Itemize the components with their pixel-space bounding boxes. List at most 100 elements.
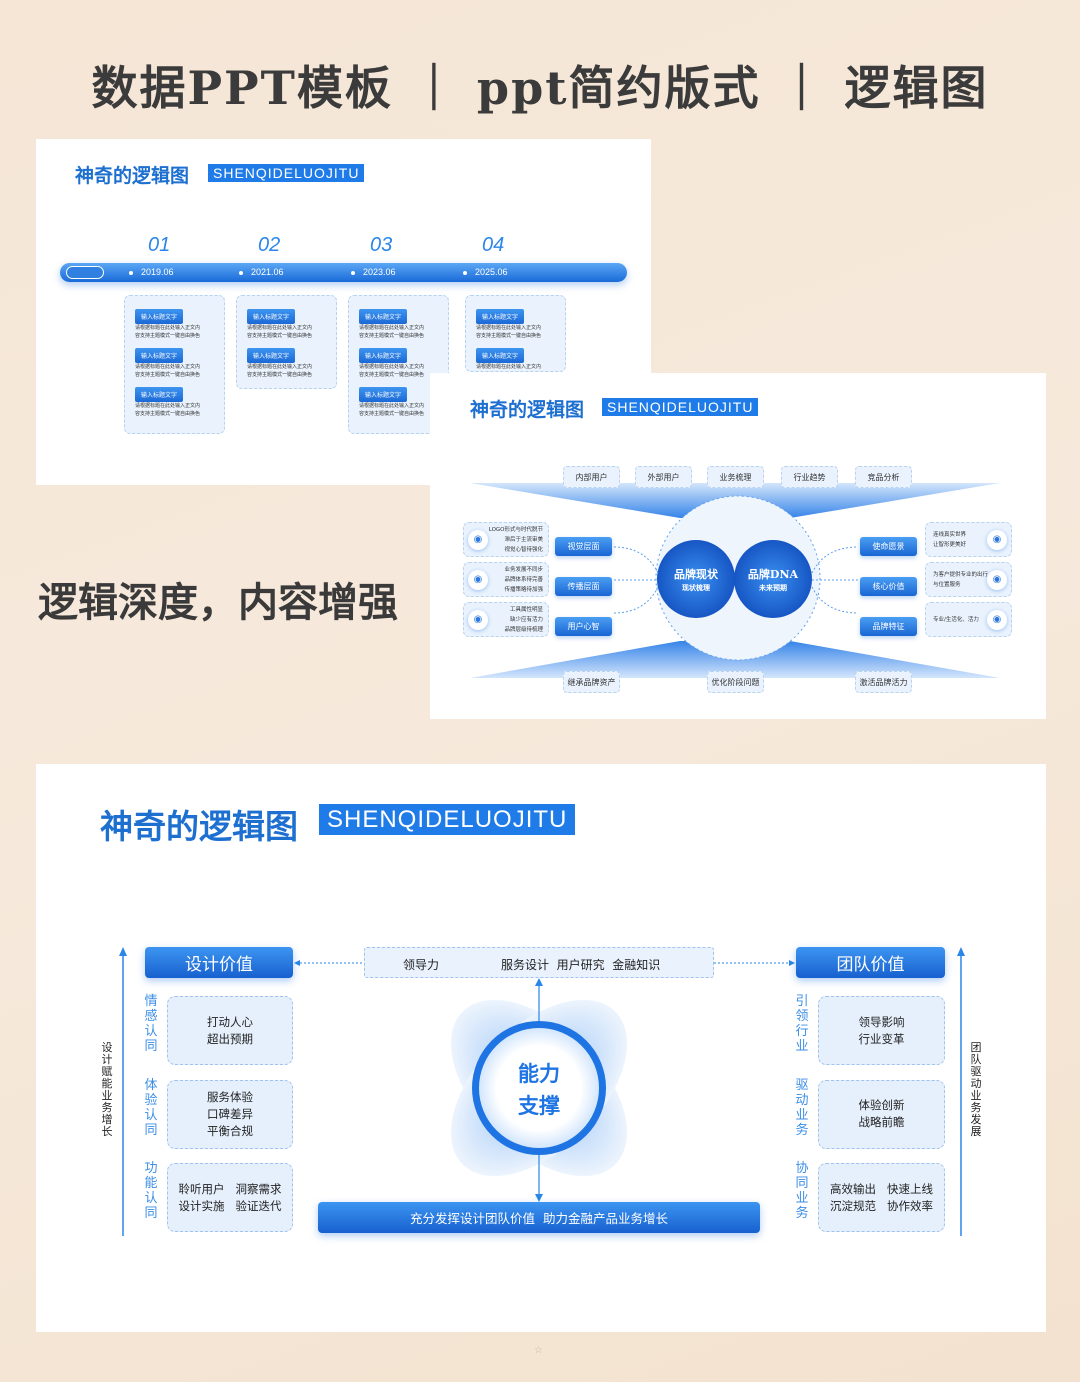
item-title: 输入标题文字 — [135, 309, 184, 324]
card-line: 让智形更美好 — [933, 542, 967, 548]
brand-status-circle — [657, 540, 735, 618]
card-line: 传播策略待加强 — [504, 587, 543, 593]
right-row-label: 引领行业 — [795, 994, 809, 1054]
left-row-card: 聆听用户 洞察需求 设计实施 验证迭代 — [167, 1163, 293, 1232]
left-row-label: 功能认同 — [144, 1161, 158, 1221]
item-text: 请根据标题在此处输入正文内 — [476, 325, 542, 331]
circle-right-title: 品牌DNA — [747, 568, 799, 581]
circle-left-sub: 现状梳理 — [682, 583, 710, 592]
card-line: 与位置服务 — [933, 582, 961, 588]
slide-heading-en: SHENQIDELUOJITU — [602, 398, 759, 416]
left-row-card: 打动人心 超出预期 — [167, 996, 293, 1065]
laptop-icon: ◉ — [987, 610, 1007, 630]
right-pill: 品牌特征 — [860, 617, 917, 636]
bottom-tag: 继承品牌资产 — [563, 671, 620, 693]
item-text: 容支持主题模式一键自由换色 — [359, 372, 425, 378]
item-title: 输入标题文字 — [247, 309, 296, 324]
bottom-tag: 优化阶段问题 — [707, 671, 764, 693]
item-text: 容支持主题模式一键自由换色 — [247, 372, 313, 378]
item-text: 请根据标题在此处输入正文内 — [135, 364, 201, 370]
design-value-header: 设计价值 — [145, 947, 293, 978]
right-pill: 核心价值 — [860, 577, 917, 596]
slide-brand: 神奇的逻辑图 SHENQIDELUOJITU 品牌现状 现状梳理 品牌DNA 未… — [430, 373, 1046, 719]
center-text-2: 支撑 — [518, 1093, 560, 1118]
item-text: 请根据标题在此处输入正文内 — [135, 325, 201, 331]
step-number: 02 — [258, 234, 281, 256]
timeline-card: 输入标题文字请根据标题在此处输入正文内容支持主题模式一键自由换色输入标题文字请根… — [465, 295, 566, 372]
top-box-right: 服务设计 用户研究 金融知识 — [501, 958, 661, 972]
slide-heading: 神奇的逻辑图 — [100, 807, 298, 846]
left-row-label: 情感认同 — [144, 994, 158, 1054]
card-line: 业务发展不同步 — [504, 567, 543, 573]
left-card: ◉业务发展不同步品牌体系待完善传播策略待加强 — [463, 562, 549, 597]
timeline-handle — [66, 266, 104, 279]
circle-left-title: 品牌现状 — [674, 568, 718, 581]
laptop-icon: ◉ — [468, 610, 488, 630]
star-icon: ☆ — [534, 1345, 543, 1356]
slide-heading: 神奇的逻辑图 — [75, 165, 190, 187]
step-date: 2023.06 — [351, 267, 396, 277]
card-line: 视觉心智待强化 — [504, 547, 543, 553]
step-number: 03 — [370, 234, 393, 256]
value-diagram-graphics — [119, 947, 965, 1236]
item-text: 请根据标题在此处输入正文内 — [359, 364, 425, 370]
left-row-card: 服务体验 口碑差异 平衡合规 — [167, 1079, 293, 1149]
slogan: 逻辑深度，内容增强 — [38, 579, 398, 626]
bottom-tag: 激活品牌活力 — [855, 671, 912, 693]
slide-heading: 神奇的逻辑图 — [470, 399, 585, 421]
item-text: 请根据标题在此处输入正文内 — [247, 325, 313, 331]
item-text: 容支持主题模式一键自由换色 — [135, 333, 201, 339]
step-date: 2025.06 — [463, 267, 508, 277]
item-text: 容支持主题模式一键自由换色 — [135, 372, 201, 378]
top-skills-box: 领导力 服务设计 用户研究 金融知识 — [364, 947, 714, 978]
item-text: 请根据标题在此处输入正文内 — [476, 364, 542, 370]
card-line: LOGO形式与时代脱节 — [488, 527, 543, 533]
item-text: 容支持主题模式一键自由换色 — [359, 333, 425, 339]
slide-heading-en: SHENQIDELUOJITU — [319, 804, 576, 835]
right-pill: 使命愿景 — [860, 537, 917, 556]
card-line: 工具属性明显 — [509, 607, 543, 613]
left-pill: 传播层面 — [555, 577, 612, 596]
left-pill: 用户心智 — [555, 617, 612, 636]
right-row-card: 体验创新 战略前瞻 — [818, 1079, 945, 1149]
top-tag: 内部用户 — [563, 466, 620, 488]
step-date: 2019.06 — [129, 267, 174, 277]
item-title: 输入标题文字 — [359, 348, 408, 363]
left-row-label: 体验认同 — [144, 1077, 158, 1138]
user-icon: ◉ — [987, 530, 1007, 550]
item-text: 请根据标题在此处输入正文内 — [359, 403, 425, 409]
item-title: 输入标题文字 — [135, 348, 184, 363]
top-box-left: 领导力 — [403, 958, 440, 972]
item-title: 输入标题文字 — [359, 309, 408, 324]
card-line: 缺少应有活力 — [509, 617, 543, 623]
slide-heading-en: SHENQIDELUOJITU — [208, 164, 365, 182]
item-text: 容支持主题模式一键自由换色 — [247, 333, 313, 339]
brand-dna-circle — [734, 540, 812, 618]
item-title: 输入标题文字 — [476, 309, 525, 324]
item-text: 容支持主题模式一键自由换色 — [476, 333, 542, 339]
timeline-card: 输入标题文字请根据标题在此处输入正文内容支持主题模式一键自由换色输入标题文字请根… — [124, 295, 225, 434]
left-card: ◉工具属性明显缺少应有活力品牌层级待梳理 — [463, 602, 549, 637]
slide-value: 神奇的逻辑图 SHENQIDELUOJITU 能力 支撑 设计价值 团队价值 领… — [36, 764, 1046, 1332]
card-line: 连线真实世界 — [933, 532, 967, 538]
left-card: ◉LOGO形式与时代脱节滞后于主流审美视觉心智待强化 — [463, 522, 549, 557]
poster-title: 数据PPT模板 ｜ ppt简约版式 ｜ 逻辑图 — [91, 61, 989, 115]
card-line: 专业/生活化、活力 — [933, 617, 979, 623]
right-row-card: 高效输出 快速上线 沉淀规范 协作效率 — [818, 1163, 945, 1232]
top-tag: 外部用户 — [635, 466, 692, 488]
item-text: 请根据标题在此处输入正文内 — [135, 403, 201, 409]
step-number: 01 — [148, 234, 171, 256]
left-axis-label: 设计赋能 业务增长 — [101, 1041, 113, 1138]
item-title: 输入标题文字 — [247, 348, 296, 363]
left-pill: 视觉层面 — [555, 537, 612, 556]
right-card: ◉ 专业/生活化、活力 — [925, 602, 1012, 637]
top-tag: 竞品分析 — [855, 466, 912, 488]
team-value-header: 团队价值 — [796, 947, 945, 978]
top-tag: 行业趋势 — [781, 466, 838, 488]
item-text: 容支持主题模式一键自由换色 — [359, 411, 425, 417]
brand-diagram-graphics — [470, 483, 1000, 678]
center-text-1: 能力 — [518, 1061, 560, 1086]
item-text: 容支持主题模式一键自由换色 — [476, 371, 555, 372]
monitor-icon: ◉ — [987, 570, 1007, 590]
